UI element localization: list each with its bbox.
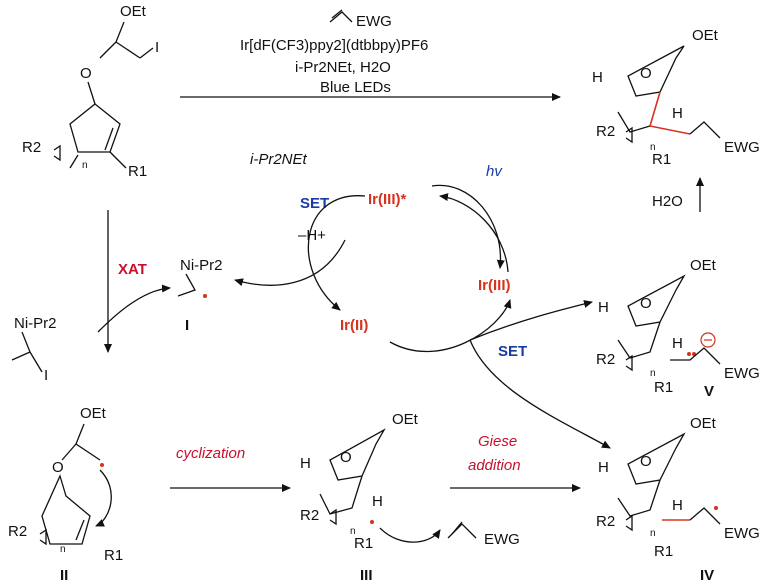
svg-text:EWG: EWG	[724, 365, 760, 382]
svg-text:H: H	[598, 299, 609, 316]
svg-text:H: H	[372, 493, 383, 510]
cycle-arrow-right-up	[439, 193, 509, 273]
svg-text:H: H	[300, 455, 311, 472]
minus-h-label: –H+	[298, 227, 326, 244]
h2o-label: H2O	[652, 193, 683, 210]
svg-text:R1: R1	[652, 151, 671, 168]
intermediate-IV: OEt O H H R2 n EWG R1 IV	[596, 415, 760, 583]
set-top-label: SET	[300, 195, 329, 212]
svg-text:H: H	[672, 105, 683, 122]
svg-text:EWG: EWG	[724, 525, 760, 542]
ether-o-label: O	[80, 65, 92, 82]
svg-text:n: n	[650, 142, 656, 153]
svg-text:H: H	[598, 459, 609, 476]
svg-text:R2: R2	[596, 513, 615, 530]
svg-text:R2: R2	[8, 523, 27, 540]
svg-text:OEt: OEt	[692, 27, 719, 44]
ewg-alkene-III: EWG	[447, 521, 520, 548]
n-label: n	[82, 160, 88, 171]
svg-text:n: n	[650, 528, 656, 539]
svg-text:Ni-Pr2: Ni-Pr2	[14, 315, 57, 332]
label-V: V	[704, 383, 714, 400]
cycle-arrow-bottom	[389, 299, 512, 353]
svg-text:R2: R2	[596, 351, 615, 368]
intermediate-II: OEt O R2 n R1 II	[8, 405, 123, 583]
svg-text:Ni-Pr2: Ni-Pr2	[180, 257, 223, 274]
iodo-label: I	[155, 39, 159, 56]
svg-text:H: H	[672, 335, 683, 352]
arrow-to-iv	[469, 339, 611, 449]
base-water-label: i-Pr2NEt, H2O	[295, 59, 391, 76]
r1-label: R1	[128, 163, 147, 180]
ir3-star-label: Ir(III)*	[368, 191, 406, 208]
svg-text:OEt: OEt	[80, 405, 107, 422]
svg-text:H: H	[672, 497, 683, 514]
svg-text:n: n	[60, 544, 66, 555]
label-IV: IV	[700, 567, 714, 583]
svg-text:EWG: EWG	[484, 531, 520, 548]
svg-text:EWG: EWG	[724, 139, 760, 156]
xat-curve	[97, 284, 171, 333]
svg-text:OEt: OEt	[690, 415, 717, 432]
svg-text:OEt: OEt	[690, 257, 717, 274]
xat-label: XAT	[118, 261, 147, 278]
svg-text:n: n	[350, 526, 356, 537]
oet-label: OEt	[120, 3, 147, 20]
starting-material: OEt I O R2 n R1	[22, 3, 159, 180]
svg-text:O: O	[640, 65, 652, 82]
set-bottom-label: SET	[498, 343, 527, 360]
svg-text:O: O	[640, 453, 652, 470]
amine-label: i-Pr2NEt	[250, 151, 308, 168]
svg-text:EWG: EWG	[356, 13, 392, 30]
light-label: Blue LEDs	[320, 79, 391, 96]
giese-label: Giese	[478, 433, 517, 450]
svg-text:O: O	[640, 295, 652, 312]
aminoalkyl-radical-I: Ni-Pr2 I	[177, 257, 223, 334]
svg-text:O: O	[52, 459, 64, 476]
r2-label: R2	[22, 139, 41, 156]
label-II: II	[60, 567, 68, 583]
cyclization-label: cyclization	[176, 445, 245, 462]
svg-text:R2: R2	[596, 123, 615, 140]
svg-text:R1: R1	[104, 547, 123, 564]
svg-text:R2: R2	[300, 507, 319, 524]
addition-label: addition	[468, 457, 521, 474]
product: OEt O H H R2 n EWG R1	[592, 27, 760, 168]
intermediate-V: OEt O H H R2 n EWG R1 V	[596, 257, 760, 400]
label-I: I	[185, 317, 189, 334]
svg-text:R1: R1	[654, 379, 673, 396]
intermediate-III: OEt O H H R2 n R1 III	[300, 411, 441, 583]
svg-text:I: I	[44, 367, 48, 384]
cycle-arrow-left	[307, 195, 366, 311]
iodoamine-byproduct: Ni-Pr2 I	[11, 315, 57, 384]
arrow-to-v	[469, 300, 593, 341]
svg-text:R1: R1	[654, 543, 673, 560]
radical-arrow	[234, 239, 346, 287]
ir2-label: Ir(II)	[340, 317, 368, 334]
hv-arrow	[431, 184, 505, 269]
catalyst-label: Ir[dF(CF3)ppy2](dtbbpy)PF6	[240, 37, 428, 54]
svg-text:R1: R1	[354, 535, 373, 552]
svg-text:H: H	[592, 69, 603, 86]
hv-label: hv	[486, 163, 503, 180]
ewg-alkene-reagent: EWG	[329, 9, 392, 30]
svg-text:O: O	[340, 449, 352, 466]
label-III: III	[360, 567, 373, 583]
svg-text:n: n	[650, 368, 656, 379]
ir3-label: Ir(III)	[478, 277, 511, 294]
svg-text:OEt: OEt	[392, 411, 419, 428]
